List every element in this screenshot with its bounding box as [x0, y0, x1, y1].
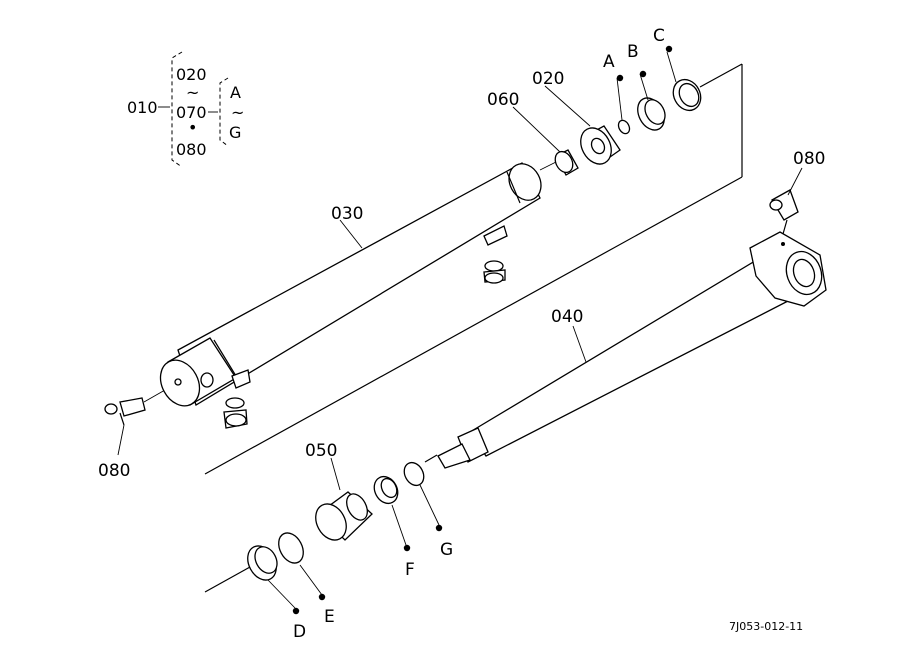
legend-range-tilde: ~	[186, 83, 199, 102]
label-seal-f: F	[405, 560, 415, 580]
legend-sub-end: G	[229, 123, 241, 142]
label-seal-b: B	[627, 42, 639, 62]
label-020: 020	[532, 69, 564, 89]
label-040: 040	[551, 307, 583, 327]
legend-separator-dot: •	[188, 118, 197, 137]
cylinder-head-assembly	[247, 461, 425, 581]
tube-ports	[223, 260, 506, 429]
part-labels: 020 030 040 050 060 080 080 A B C D E F …	[98, 26, 825, 642]
label-060: 060	[487, 90, 519, 110]
legend-range-start: 020	[176, 65, 207, 84]
label-seal-a: A	[603, 52, 615, 72]
label-seal-c: C	[653, 26, 665, 46]
legend-assembly-number: 010	[127, 98, 158, 117]
leader-lines	[117, 45, 803, 615]
label-seal-e: E	[324, 607, 335, 627]
grease-fitting-left	[104, 397, 146, 426]
label-seal-g: G	[440, 540, 453, 560]
grease-fitting-right	[769, 189, 799, 235]
legend-range-end: 070	[176, 103, 207, 122]
label-030: 030	[331, 204, 363, 224]
legend-extra-part: 080	[176, 140, 207, 159]
piston-rod-040	[437, 231, 827, 469]
label-050: 050	[305, 441, 337, 461]
label-seal-d: D	[293, 622, 306, 642]
parts-legend: 010 020 ~ 070 • 080 A ~ G	[127, 51, 244, 168]
legend-sub-start: A	[230, 83, 241, 102]
label-080-right: 080	[793, 149, 825, 169]
piston-assembly	[554, 78, 702, 176]
cylinder-tube-030	[159, 162, 542, 407]
diagram-reference-code: 7J053-012-11	[729, 620, 803, 633]
assembly-centerlines	[143, 63, 743, 593]
legend-sub-tilde: ~	[231, 103, 244, 122]
label-080-left: 080	[98, 461, 130, 481]
